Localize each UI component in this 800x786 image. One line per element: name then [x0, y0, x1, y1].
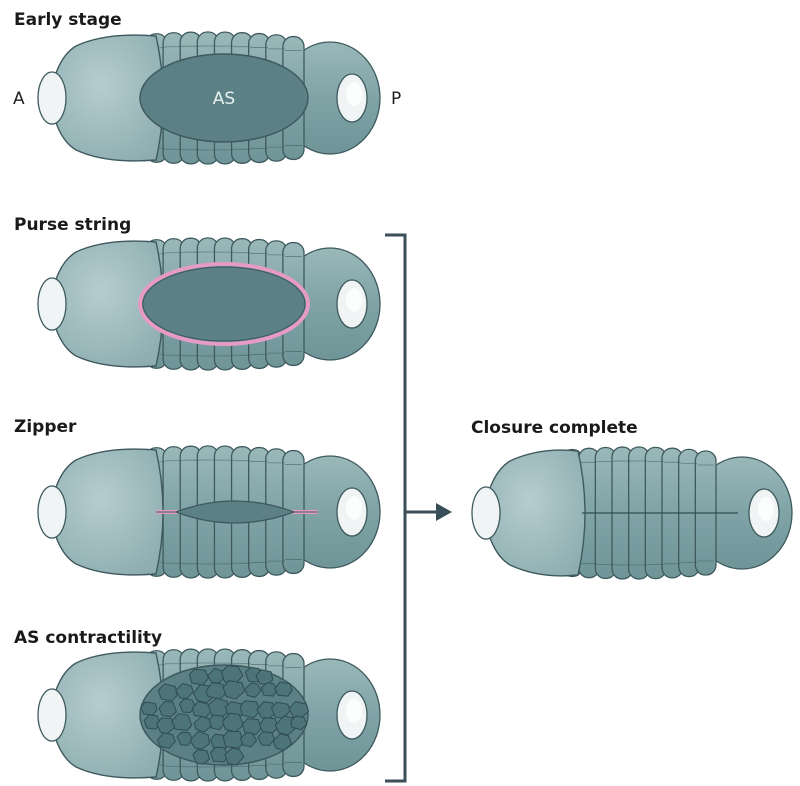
arrow-head — [436, 503, 452, 521]
bracket — [385, 235, 405, 781]
